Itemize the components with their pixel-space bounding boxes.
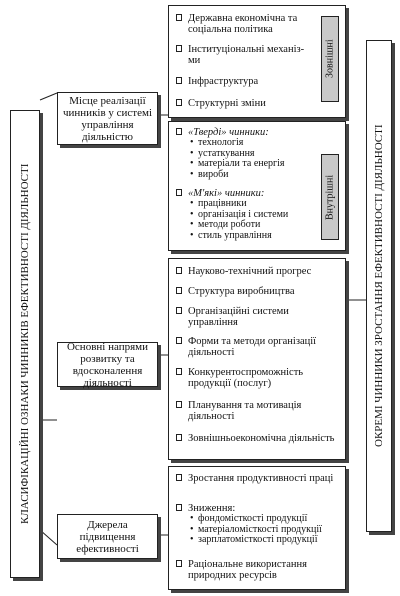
efficiency-sources-panel: Зростання продуктивності праці Зниження:… [168, 466, 346, 590]
source-item: Зниження: фондомісткості продукції матер… [176, 503, 341, 546]
development-directions-panel: Науково-технічний прогрес Структура виро… [168, 258, 346, 460]
direction-item: Організаційні системи управління [176, 306, 341, 328]
external-item: Структурні зміни [176, 98, 315, 109]
soft-factors-group: «М'які» чинники: працівники організація … [176, 188, 311, 241]
checkbox-icon [176, 504, 182, 511]
internal-factors-panel: «Тверді» чинники: технологія устаткуванн… [168, 121, 346, 251]
direction-item: Конкурентоспроможність продукції (послуг… [176, 367, 341, 389]
checkbox-icon [176, 307, 182, 314]
checkbox-icon [176, 189, 182, 196]
connector-top [39, 92, 58, 101]
direction-item: Форми та методи організації діяльності [176, 336, 341, 358]
left-title: КЛАСИФІКАЦІЙНІ ОЗНАКИ ЧИННИКІВ ЕФЕКТИВНО… [19, 163, 31, 525]
source-item: Зростання продуктивності праці [176, 473, 341, 484]
checkbox-icon [176, 337, 182, 344]
direction-item: Структура виробництва [176, 286, 341, 297]
checkbox-icon [176, 128, 182, 135]
external-tag: Зовнішні [321, 16, 339, 102]
checkbox-icon [176, 368, 182, 375]
checkbox-icon [176, 45, 182, 52]
direction-item: Науково-технічний прогрес [176, 266, 341, 277]
checkbox-icon [176, 474, 182, 481]
checkbox-icon [176, 14, 182, 21]
checkbox-icon [176, 99, 182, 106]
checkbox-icon [176, 77, 182, 84]
checkbox-icon [176, 401, 182, 408]
direction-item: Планування та мотивація діяльності [176, 400, 341, 422]
checkbox-icon [176, 434, 182, 441]
category-development-directions: Основні напрями розвитку та вдосконаленн… [57, 341, 158, 389]
category-implementation-place: Місце реалізації чинників у системі упра… [57, 92, 158, 145]
direction-item: Зовнішньоекономічна діяльність [176, 433, 341, 444]
external-item: Державна економічна та соціальна політик… [176, 13, 315, 35]
left-title-box: КЛАСИФІКАЦІЙНІ ОЗНАКИ ЧИННИКІВ ЕФЕКТИВНО… [10, 110, 40, 578]
checkbox-icon [176, 267, 182, 274]
category-efficiency-sources: Джерела підвищення ефективності [57, 514, 158, 559]
source-item: Раціональне використання природних ресур… [176, 559, 341, 581]
external-item: Інфраструктура [176, 76, 315, 87]
connector-bottom [39, 529, 58, 546]
checkbox-icon [176, 560, 182, 567]
checkbox-icon [176, 287, 182, 294]
external-item: Інституціональні механіз-ми [176, 44, 315, 66]
right-title: ОКРЕМІ ЧИННИКИ ЗРОСТАННЯ ЕФЕКТИВНОСТІ ДІ… [373, 124, 385, 448]
hard-factors-group: «Тверді» чинники: технологія устаткуванн… [176, 127, 311, 180]
internal-tag: Внутрішні [321, 154, 339, 240]
right-title-box: ОКРЕМІ ЧИННИКИ ЗРОСТАННЯ ЕФЕКТИВНОСТІ ДІ… [366, 40, 392, 532]
external-factors-panel: Державна економічна та соціальна політик… [168, 5, 346, 118]
